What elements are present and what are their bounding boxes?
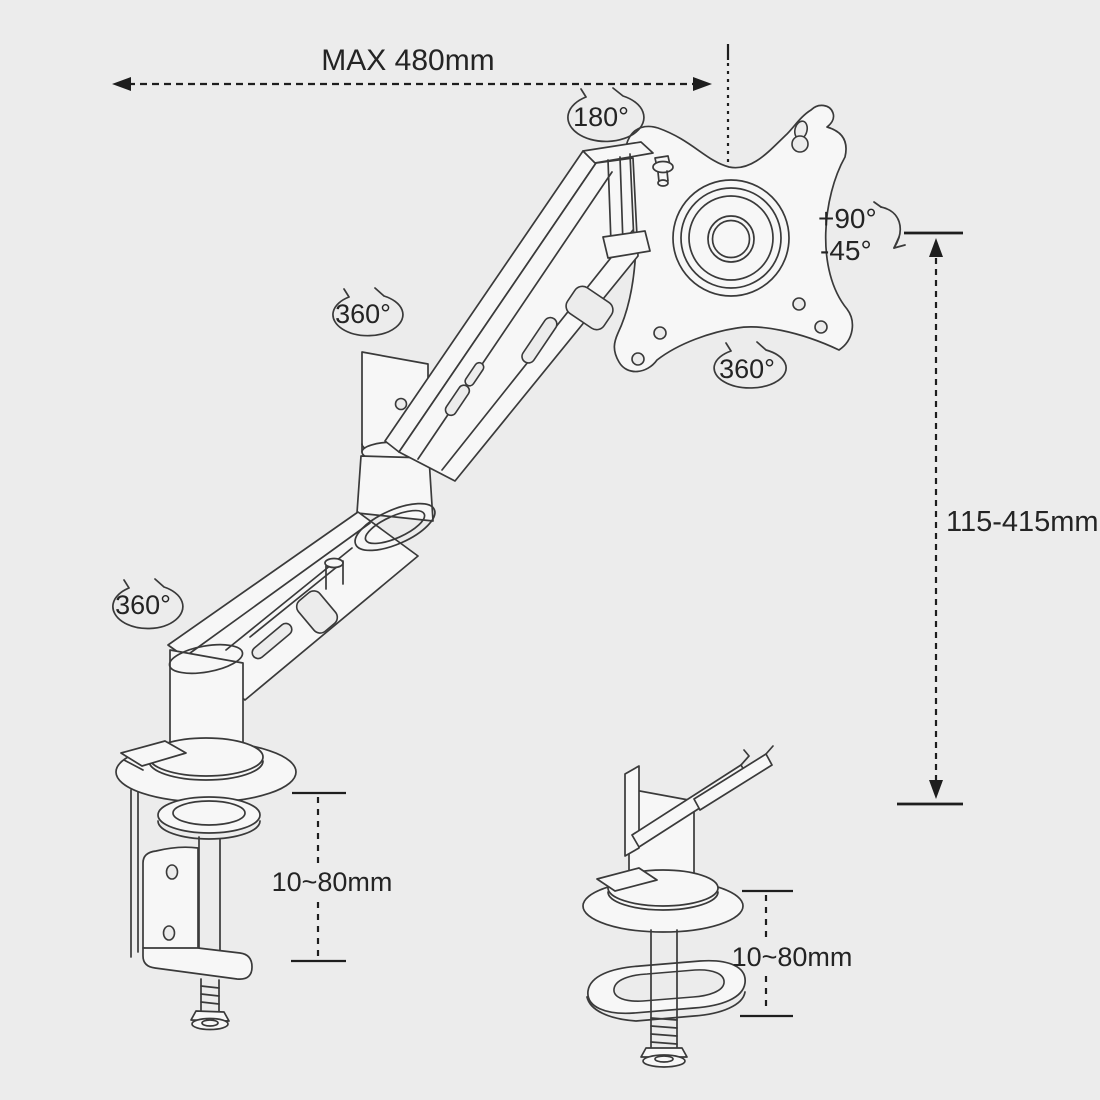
- gas-spring-slot: [444, 384, 471, 417]
- arm-slot: [521, 316, 558, 364]
- socket-opening-inner: [364, 509, 426, 545]
- clamp-screw-shaft: [198, 836, 221, 965]
- cable-clip: [565, 285, 614, 331]
- mounting-hole: [814, 320, 828, 334]
- max-extension-label: MAX 480mm: [321, 44, 494, 77]
- mounting-hole: [653, 326, 667, 340]
- head-hinge: [582, 141, 674, 259]
- height-range-dimension: 115-415mm: [897, 231, 1099, 806]
- grommet-thickness-dimension: 10~80mm: [732, 889, 853, 1018]
- arrow-down-icon: [929, 780, 943, 799]
- vesa-center-circles: [672, 179, 790, 297]
- base-assembly: [115, 643, 297, 803]
- adjustment-screw: [652, 155, 674, 187]
- bracket-hole: [162, 925, 176, 941]
- clamp-foot: [142, 947, 253, 980]
- bracket-hole: [165, 864, 179, 880]
- clamp-thickness-dimension: 10~80mm: [272, 791, 393, 963]
- vesa-rotation-annotation: 360°: [713, 341, 787, 389]
- tilt-down-label: -45°: [820, 235, 872, 266]
- upper-arm: [384, 141, 674, 482]
- grommet-tab: [596, 867, 658, 892]
- pole-opening: [168, 643, 244, 675]
- tilt-annotation: +90° -45°: [818, 201, 906, 266]
- rotation-arc-icon: [332, 287, 404, 337]
- socket-opening: [354, 502, 436, 552]
- hinge-pin: [394, 397, 408, 411]
- mounting-hole: [792, 297, 806, 311]
- arrow-right-icon: [693, 77, 712, 91]
- height-range-label: 115-415mm: [946, 506, 1099, 538]
- tilt-up-label: +90°: [818, 203, 877, 234]
- head-swivel-label: 180°: [573, 102, 629, 132]
- rotation-arc-icon: [567, 87, 645, 143]
- base-rotation-label: 360°: [115, 590, 171, 620]
- mounting-hole: [631, 352, 645, 366]
- keyhole-slot: [791, 135, 809, 153]
- base-tab: [120, 740, 187, 767]
- arm-rotation-label: 360°: [335, 299, 391, 329]
- stop-pin: [324, 557, 344, 569]
- head-swivel-annotation: 180°: [567, 87, 645, 143]
- arm-slot: [464, 361, 485, 387]
- max-extension-dimension: MAX 480mm: [112, 44, 730, 162]
- clamp-screw-bolt: [190, 978, 230, 1031]
- clamp-thickness-label: 10~80mm: [272, 867, 393, 897]
- desk-clamp: [130, 789, 261, 1031]
- vesa-rotation-label: 360°: [719, 354, 775, 384]
- lower-arm-face: [167, 511, 419, 701]
- tilt-arrow-icon: [873, 201, 906, 249]
- grommet-bolt: [640, 929, 688, 1068]
- grommet-mount: [582, 745, 774, 1068]
- arm-stub: [624, 745, 774, 857]
- grommet-thickness-label: 10~80mm: [732, 942, 853, 972]
- lower-arm: [167, 511, 419, 701]
- rotation-arc-icon: [713, 341, 787, 389]
- arrow-up-icon: [929, 238, 943, 257]
- arrow-left-icon: [112, 77, 131, 91]
- base-rotation-annotation: 360°: [112, 578, 184, 630]
- grommet-under-plate: [586, 959, 746, 1022]
- arm-slot: [251, 622, 293, 660]
- rotation-arc-icon: [112, 578, 184, 630]
- vesa-plate: [613, 104, 854, 373]
- spacer-ring: [157, 796, 261, 834]
- cable-clip: [295, 590, 339, 634]
- arm-rotation-annotation: 360°: [332, 287, 404, 337]
